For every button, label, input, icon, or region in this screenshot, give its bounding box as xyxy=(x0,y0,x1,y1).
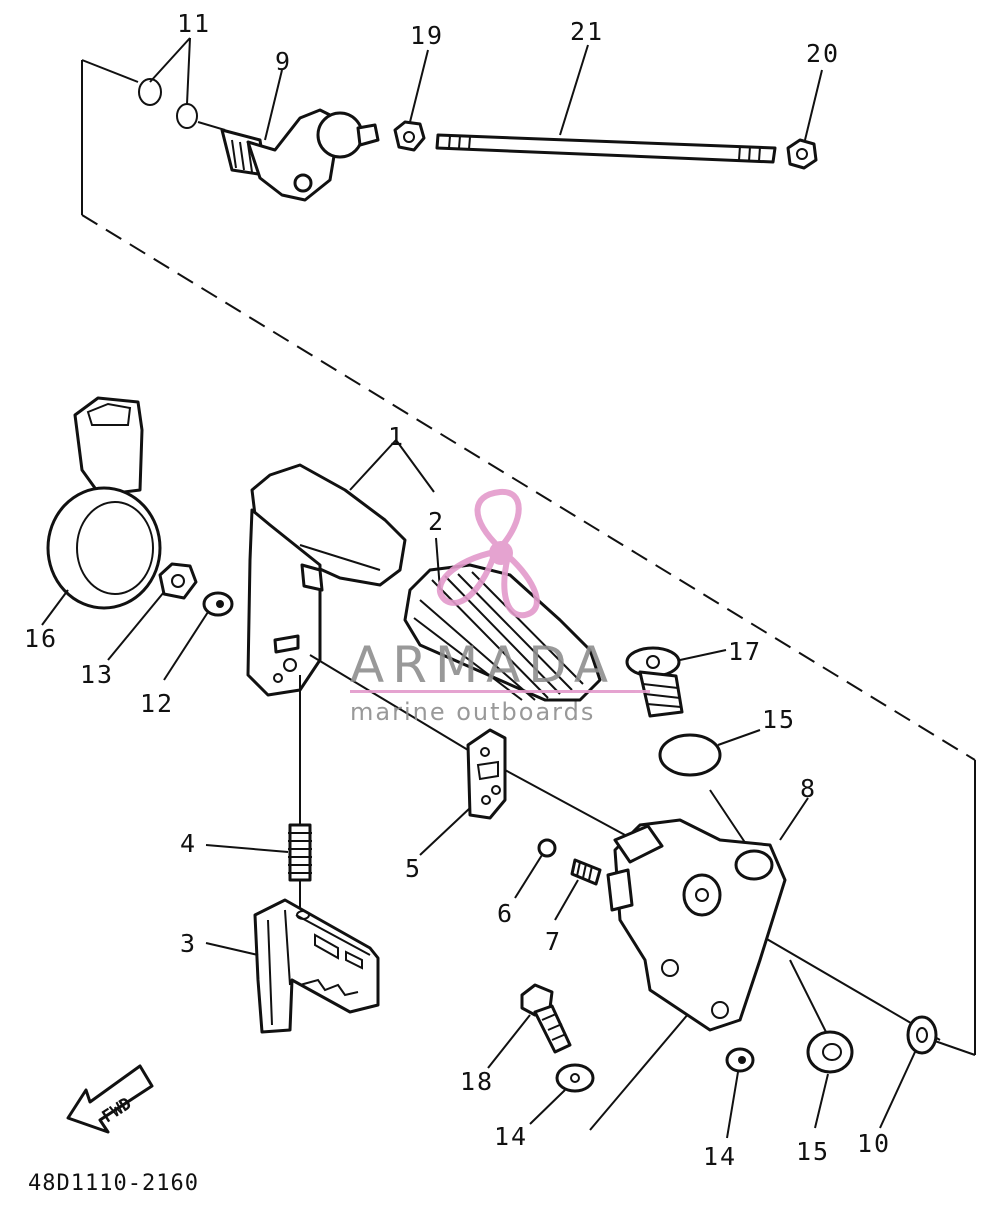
catalog-code: 48D1110-2160 xyxy=(28,1171,199,1196)
callout-3: 3 xyxy=(180,929,197,958)
callout-6: 6 xyxy=(497,899,514,928)
callout-5: 5 xyxy=(405,854,422,883)
fwd-arrow-icon: FWD xyxy=(66,1064,154,1134)
callout-2: 2 xyxy=(428,507,445,536)
watermark-underline xyxy=(350,690,650,693)
watermark: ARMADA marine outboards xyxy=(350,488,650,726)
part-13-nut xyxy=(107,562,198,661)
callout-10: 10 xyxy=(857,1129,891,1158)
part-20-nut xyxy=(786,69,823,170)
part-10-washer xyxy=(879,1015,938,1129)
assembly-frame xyxy=(81,59,976,1056)
propeller-logo-icon xyxy=(436,488,540,619)
part-6-ball xyxy=(514,838,557,899)
callout-1: 1 xyxy=(388,422,405,451)
callout-21: 21 xyxy=(570,17,604,46)
part-14-washer-right xyxy=(725,1047,755,1139)
part-21-rod xyxy=(435,44,777,164)
part-12-washer xyxy=(163,591,234,681)
part-15-washer-upper xyxy=(658,729,761,777)
callouts: 11 9 19 21 20 1 2 16 13 12 17 15 8 4 5 6… xyxy=(24,9,891,1171)
callout-8: 8 xyxy=(800,774,817,803)
callout-14-right: 14 xyxy=(703,1142,737,1171)
part-1-control-handle xyxy=(246,439,435,697)
part-14-washer-left xyxy=(529,1063,595,1125)
part-11-o-rings xyxy=(138,37,198,129)
callout-9: 9 xyxy=(275,47,292,76)
callout-11: 11 xyxy=(177,9,211,38)
part-9-shift-lever xyxy=(197,69,380,202)
callout-12: 12 xyxy=(140,689,174,718)
part-5-plate xyxy=(419,728,507,856)
callout-20: 20 xyxy=(806,39,840,68)
callout-15-lower: 15 xyxy=(796,1137,830,1166)
part-4-spring xyxy=(205,823,312,882)
callout-14-left: 14 xyxy=(494,1122,528,1151)
part-17-screw xyxy=(625,646,727,718)
callout-16: 16 xyxy=(24,624,58,653)
watermark-tagline: marine outboards xyxy=(350,698,595,726)
callout-18: 18 xyxy=(460,1067,494,1096)
part-3-block xyxy=(205,898,380,1034)
part-19-nut xyxy=(393,49,429,152)
callout-19: 19 xyxy=(410,21,444,50)
part-18-bolt xyxy=(487,983,572,1069)
part-15-washer-lower xyxy=(806,1030,854,1129)
callout-13: 13 xyxy=(80,660,114,689)
callout-7: 7 xyxy=(545,927,562,956)
callout-4: 4 xyxy=(180,829,197,858)
part-8-bracket xyxy=(606,797,809,1032)
part-7-spring xyxy=(554,858,602,921)
callout-17: 17 xyxy=(728,637,762,666)
callout-15-upper: 15 xyxy=(762,705,796,734)
part-16-grip-cover xyxy=(41,396,162,626)
watermark-brand: ARMADA xyxy=(350,636,616,694)
